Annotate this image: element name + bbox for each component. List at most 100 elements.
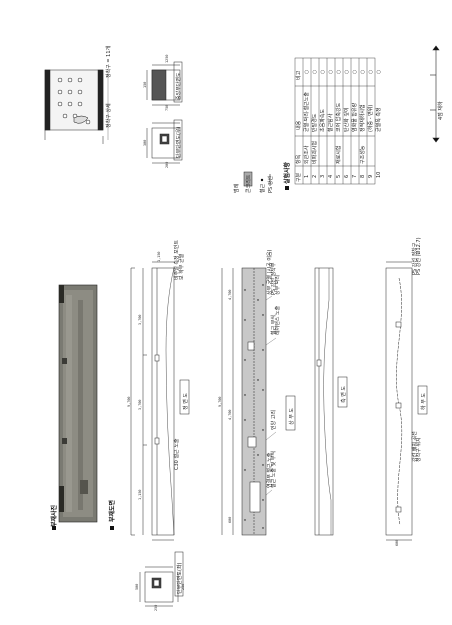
bottom-annotation-4: 정착구 위치 [415, 437, 422, 462]
label-side-view: 측 면 도 [340, 386, 347, 403]
table-row-6-mark: ○ [352, 70, 358, 74]
label-front-view: 정 면 도 [182, 393, 189, 410]
front-annotation-2: 보 하부 균열 [178, 253, 185, 280]
top-annotation-4: 철근 부식 [270, 315, 277, 335]
label-bottom-view: 하 부 도 [420, 393, 427, 410]
legend-title: 범례 [233, 183, 240, 193]
anchor-label: 정착구 상세 [105, 103, 112, 128]
dim-top-end: 600 [228, 517, 232, 523]
load-diagram-note: 4점 재하 [437, 101, 444, 120]
label-box-side [337, 376, 348, 408]
table-row-2-mark: ○ [320, 70, 326, 74]
bottom-view [385, 261, 413, 541]
label-left-end-section: 단부단면도(좌) [176, 562, 183, 594]
member-photo [58, 284, 98, 523]
table-row-1-cat: 비파괴시험 [311, 141, 318, 164]
side-view [314, 267, 334, 536]
heading-drawing-bullet [110, 526, 114, 530]
dim-half-span-1: 3,700 [138, 314, 142, 325]
table-row-7-num: 8 [360, 175, 366, 178]
table-row-4-mark: ○ [336, 70, 342, 74]
load-diagram [430, 45, 440, 143]
legend-label-2: PS 강선 [267, 176, 274, 193]
table-row-7-item: 정적재하시험 [359, 104, 366, 132]
anchor-holes [57, 77, 91, 125]
top-view-leaders [265, 295, 277, 496]
top-annotation-5: 레이턴스 노출 [274, 305, 281, 335]
table-header-2: 내용 [295, 120, 302, 130]
table-row-8-mark: ○ [368, 70, 374, 74]
table-row-6-item: 염화물 함유량 [351, 102, 358, 132]
table-row-3-item: 철근탐사 [327, 113, 334, 132]
table-row-9-item: 균열폭 측정 [375, 107, 382, 132]
label-center-section: 중앙부단면도 [175, 72, 182, 100]
dim-section-d: 300 [143, 140, 147, 146]
dim-half-span-2: 3,700 [138, 399, 142, 410]
table-header-1: 항목 [295, 154, 302, 164]
dim-center-b: 1250 [165, 55, 169, 63]
table-row-3-num: 4 [328, 175, 334, 178]
label-box-left-end [174, 551, 184, 597]
label-box-top [285, 395, 296, 431]
legend: 범례 콘크리트 철근 PS 강선 [233, 171, 274, 193]
front-annotation-3: C30 철근 노출 [173, 438, 180, 470]
legend-hatch-swatch [243, 171, 253, 187]
label-box-center [173, 61, 183, 103]
test-table [294, 57, 376, 185]
front-view [130, 261, 175, 541]
table-row-8-num: 9 [368, 175, 374, 178]
top-annotation-6: 인양 고리 [270, 410, 277, 430]
top-annotation-1: 상부 균열 (시공 이음) [266, 249, 273, 295]
table-row-7-cat: 구조성능 [359, 145, 366, 164]
dim-end-left: 1,150 [138, 489, 142, 500]
dim-section-c: 250 [154, 605, 158, 611]
dim-top-left: 4,700 [228, 289, 232, 300]
top-view [221, 267, 267, 536]
top-annotation-3: 상부 박리 [274, 275, 281, 295]
dim-bottom: 600 [395, 540, 399, 546]
anchor-plate [73, 115, 89, 124]
label-top-view: 상 부 도 [288, 408, 295, 425]
dim-top-span: 9,700 [218, 396, 222, 407]
table-row-1-num: 2 [312, 175, 318, 178]
center-section [146, 64, 181, 106]
table-header-3: 비고 [295, 70, 302, 80]
dim-section-e: 200 [165, 162, 169, 168]
table-row-1-mark: ○ [312, 70, 318, 74]
table-header-0: 구분 [296, 172, 302, 182]
anchor-note: 정착구 = 11개 [105, 45, 112, 78]
left-end-section [139, 566, 179, 607]
table-row-2-item: 초음파속도 [319, 109, 326, 132]
table-row-9-mark: ○ [376, 70, 382, 74]
legend-dot-swatch [260, 178, 264, 182]
table-row-9-num: 10 [376, 172, 382, 178]
table-row-0-mark: ○ [304, 70, 310, 74]
heading-photo-bullet [52, 526, 56, 530]
dim-top-right: 4,700 [228, 409, 232, 420]
legend-label-0: 콘크리트 [245, 174, 252, 193]
table-row-2-num: 3 [320, 175, 326, 178]
table-row-1-item: 반발경도 [311, 113, 318, 132]
table-row-3-mark: ○ [328, 70, 334, 74]
heading-test-bullet [285, 186, 289, 190]
table-row-0-cat: 외관조사 [303, 145, 310, 164]
table-row-4-cat: 재료시험 [335, 146, 342, 164]
table-row-8-item: (하중 - 변위) [367, 105, 374, 132]
table-row-4-item: 코어 압축강도 [335, 102, 342, 132]
dim-total-span: 9,700 [127, 396, 131, 407]
table-row-6-num: 7 [352, 175, 358, 178]
top-view-rebar-dots [244, 284, 264, 529]
bottom-annotation-3: 강선 배치 곡선 [411, 431, 418, 462]
top-annotation-8: 철근 노출 및 부식 [270, 451, 277, 488]
label-box-bottom [417, 385, 428, 415]
front-annotation-1: 비주얼 측정 포인트 [173, 240, 180, 280]
bottom-annotation-2: PS 강선 (Ø12.7) [415, 237, 422, 275]
table-row-5-item: 탄산화 깊이 [343, 107, 350, 132]
label-box-right-end [173, 119, 183, 161]
bottom-annotation-1: PS 강선 정착구 [411, 242, 418, 275]
dim-center-a: 150 [143, 82, 147, 88]
table-row-5-mark: ○ [344, 70, 350, 74]
label-box-front [179, 379, 190, 415]
heading-test-items: 실험사항 [283, 161, 291, 184]
